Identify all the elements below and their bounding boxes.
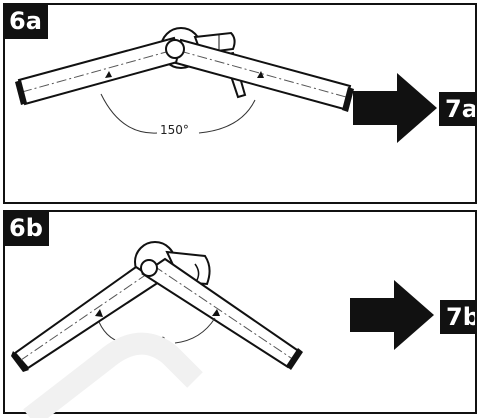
angle-label: 150° <box>158 123 191 137</box>
next-step-arrow-icon <box>350 280 434 350</box>
step-label: 6b <box>5 212 49 246</box>
faucet-arms-110-illustration <box>11 241 303 372</box>
direction-arrow-icon <box>212 309 220 316</box>
angle-arc-left <box>100 93 158 134</box>
direction-arrow-icon <box>105 71 112 78</box>
watermark-icon <box>23 332 203 418</box>
next-step-label: 7b <box>440 300 475 334</box>
angle-arc-right <box>198 99 256 134</box>
left-arm-icon <box>15 36 183 106</box>
angle-arc-right <box>174 317 216 344</box>
step-panel-6a: 6a 150° 7a <box>3 3 477 204</box>
direction-arrow-icon <box>257 71 264 78</box>
hinge-cap-icon <box>165 39 185 59</box>
direction-arrow-icon <box>95 309 103 317</box>
right-arm-icon <box>174 38 354 112</box>
hinge-cap-icon <box>140 259 158 277</box>
next-step-label: 7a <box>439 92 475 126</box>
next-step-arrow-icon <box>353 73 437 143</box>
right-arm-icon <box>141 257 303 370</box>
step-panel-6b: 6b 110° 7b <box>3 210 477 414</box>
step-label: 6a <box>5 5 48 39</box>
faucet-arms-150-illustration <box>15 27 354 134</box>
